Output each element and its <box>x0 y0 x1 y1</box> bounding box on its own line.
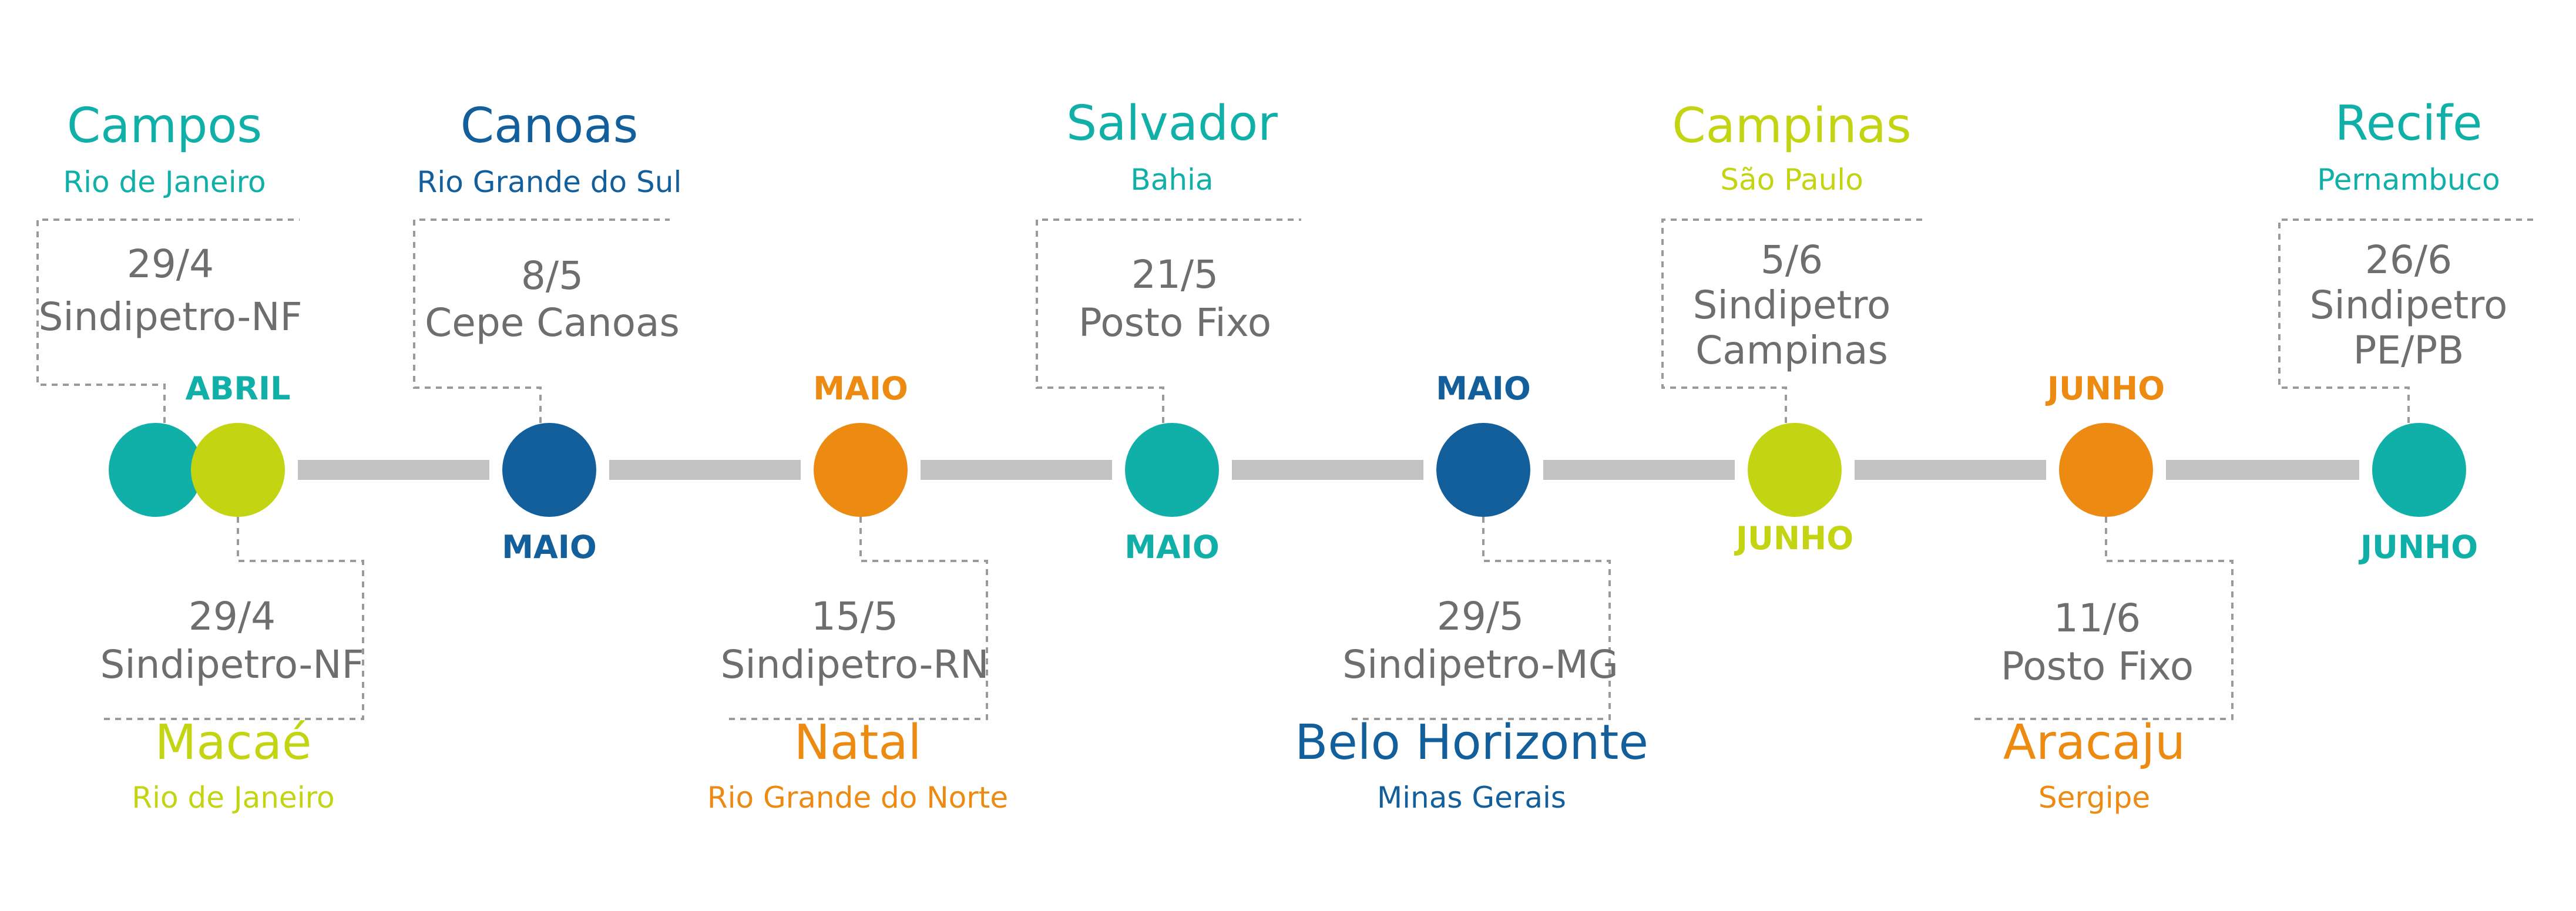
state-name: Bahia <box>1130 163 1213 197</box>
city-name: Belo Horizonte <box>1295 715 1648 771</box>
connector-campos <box>36 218 300 423</box>
timeline-nodes <box>109 423 2466 517</box>
node-aracaju <box>2059 423 2153 517</box>
state-name: Rio de Janeiro <box>63 165 266 199</box>
node-campos <box>109 423 203 517</box>
event-date: 21/5 <box>1131 252 1218 297</box>
event-date: 29/4 <box>127 241 214 287</box>
node-campinas <box>1748 423 1842 517</box>
event-venue: Cepe Canoas <box>425 300 680 345</box>
connector-lines <box>36 218 2538 720</box>
event-venue: Sindipetro-NF <box>38 294 302 339</box>
month-label: JUNHO <box>1734 520 1853 557</box>
event-date: 11/6 <box>2054 596 2141 641</box>
connector-natal <box>726 517 988 720</box>
state-name: Rio de Janeiro <box>132 781 334 815</box>
event-date: 8/5 <box>521 253 583 298</box>
event-date: 29/4 <box>189 594 276 639</box>
event-venue: Sindipetro-MG <box>1342 642 1618 687</box>
month-label: JUNHO <box>2045 370 2165 407</box>
node-canoas <box>502 423 596 517</box>
city-name: Aracaju <box>2003 715 2185 771</box>
state-name: Sergipe <box>2038 781 2150 815</box>
event-date: 26/6 <box>2365 237 2452 283</box>
state-name: Minas Gerais <box>1377 781 1566 815</box>
event-venue: Posto Fixo <box>2001 644 2194 689</box>
city-name: Salvador <box>1066 96 1278 152</box>
event-venue: Sindipetro <box>1693 283 1891 328</box>
month-label: JUNHO <box>2358 529 2478 566</box>
event-venue: Sindipetro-RN <box>720 642 989 687</box>
connector-canoas <box>413 218 670 423</box>
connector-aracaju <box>1971 517 2234 720</box>
connector-belo-horizonte <box>1348 517 1611 720</box>
event-venue: Sindipetro-NF <box>100 642 364 687</box>
node-natal <box>814 423 908 517</box>
month-label: MAIO <box>1124 529 1220 566</box>
month-label: ABRIL <box>185 370 290 407</box>
month-label: MAIO <box>1436 370 1531 407</box>
month-label: MAIO <box>813 370 908 407</box>
event-venue: Posto Fixo <box>1079 300 1271 345</box>
state-name: Rio Grande do Norte <box>707 781 1008 815</box>
connector-campinas <box>1661 218 1924 423</box>
connector-macae <box>100 517 364 720</box>
city-name: Macaé <box>155 715 312 771</box>
event-date: 29/5 <box>1437 594 1524 639</box>
node-belo-horizonte <box>1436 423 1530 517</box>
node-salvador <box>1125 423 1219 517</box>
city-name: Campos <box>67 98 262 154</box>
month-label: MAIO <box>502 529 597 566</box>
state-name: Rio Grande do Sul <box>417 165 682 199</box>
city-name: Canoas <box>461 98 639 154</box>
node-macae <box>191 423 285 517</box>
connector-recife <box>2278 218 2538 423</box>
event-date: 15/5 <box>811 594 898 639</box>
event-venue: PE/PB <box>2353 328 2464 373</box>
city-name: Natal <box>794 715 922 771</box>
city-name: Recife <box>2335 96 2483 152</box>
event-venue: Campinas <box>1695 328 1888 373</box>
event-venue: Sindipetro <box>2310 283 2508 328</box>
node-recife <box>2372 423 2466 517</box>
connector-salvador <box>1036 218 1301 423</box>
event-date: 5/6 <box>1761 237 1823 283</box>
city-name: Campinas <box>1672 98 1911 154</box>
state-name: Pernambuco <box>2317 163 2500 197</box>
state-name: São Paulo <box>1720 163 1863 197</box>
